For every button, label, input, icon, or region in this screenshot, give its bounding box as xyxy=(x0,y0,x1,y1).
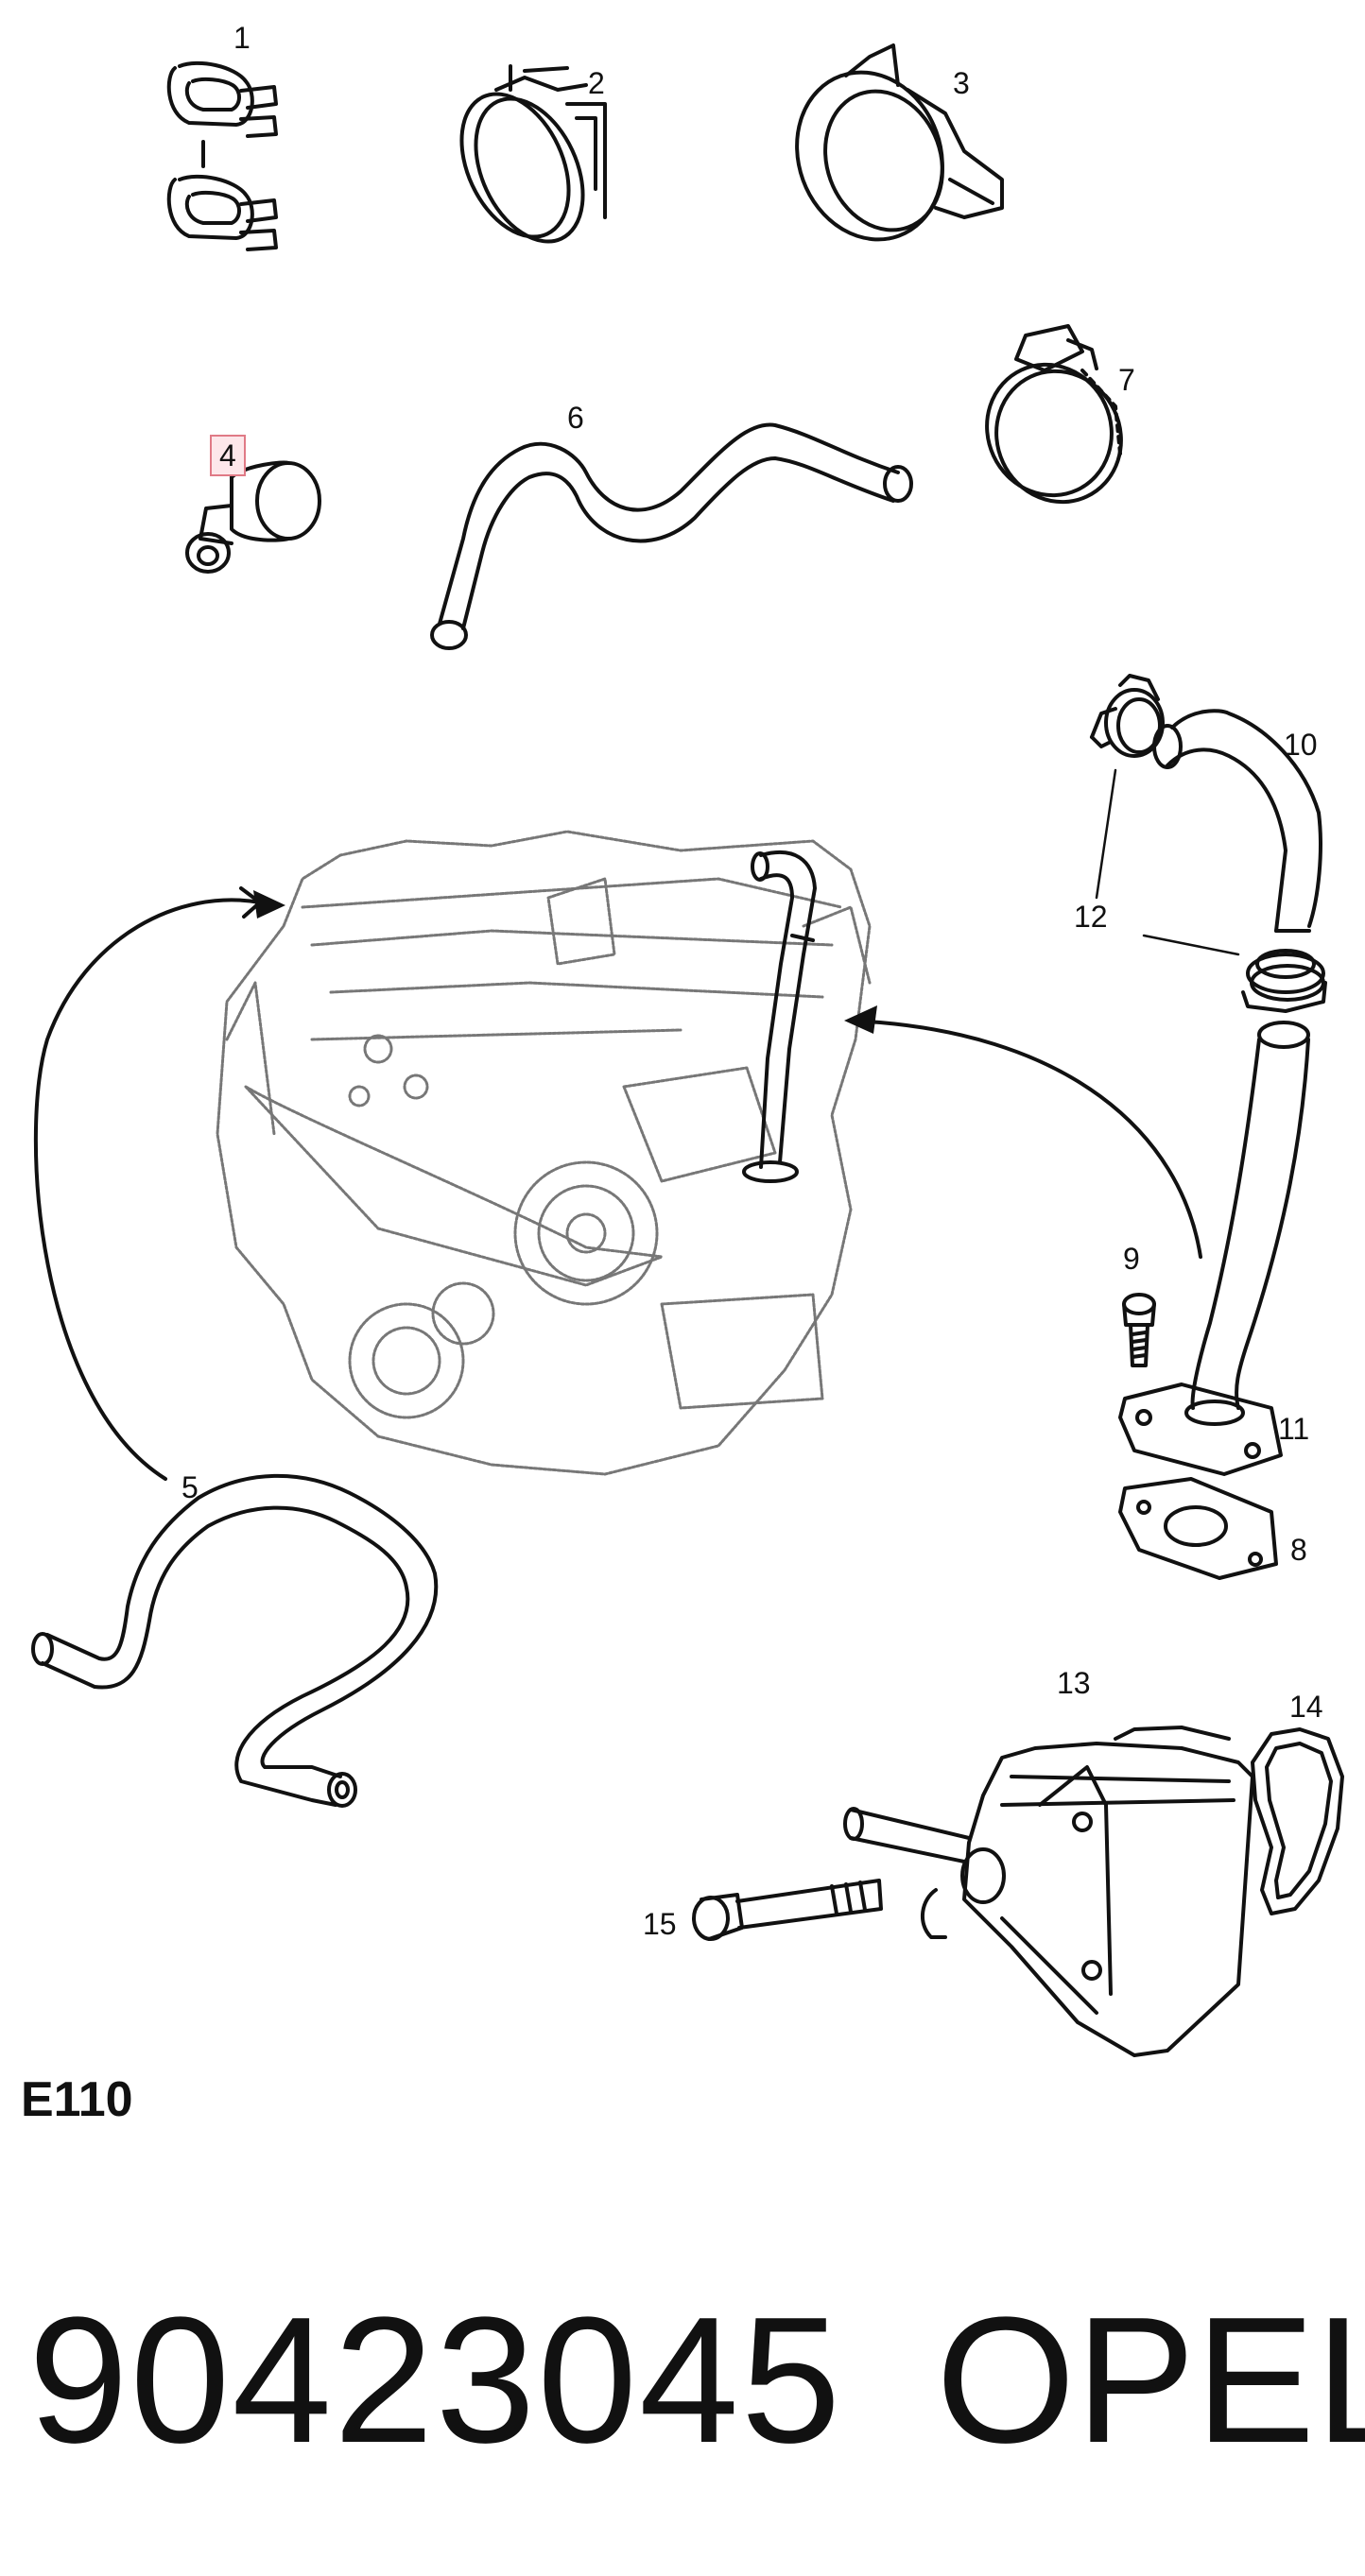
callout-4-highlighted[interactable]: 4 xyxy=(210,435,246,476)
callout-9: 9 xyxy=(1123,1242,1140,1276)
callout-8: 8 xyxy=(1290,1533,1307,1567)
clip-part-1 xyxy=(166,60,278,251)
clamp-part-12-top xyxy=(1090,674,1165,758)
part-number: 90423045 xyxy=(28,2280,843,2481)
arrow-right xyxy=(844,1005,1202,1259)
engine-block xyxy=(216,830,872,1476)
gasket-part-8 xyxy=(1118,1477,1278,1580)
clamp-part-7 xyxy=(985,324,1123,505)
callout-10: 10 xyxy=(1284,728,1318,762)
callout-2: 2 xyxy=(588,66,605,100)
bolt-part-15 xyxy=(692,1879,883,1941)
plug-part-4 xyxy=(185,460,321,574)
housing-part-13 xyxy=(843,1726,1254,2057)
callout-11: 11 xyxy=(1278,1412,1310,1446)
leader-lines xyxy=(1095,768,1240,956)
diagram-code: E110 xyxy=(21,2072,133,2127)
arrow-left xyxy=(33,886,285,1481)
callout-5: 5 xyxy=(181,1470,199,1504)
hose-part-5 xyxy=(31,1473,439,1808)
hose-part-6 xyxy=(430,422,913,650)
bolt-part-9 xyxy=(1122,1293,1156,1367)
brand-name: OPEL xyxy=(936,2280,1365,2481)
callout-1: 1 xyxy=(233,21,251,55)
callout-3: 3 xyxy=(953,66,970,100)
gasket-part-14 xyxy=(1251,1727,1344,1915)
callout-7: 7 xyxy=(1118,363,1135,397)
callout-12: 12 xyxy=(1074,900,1108,934)
engine-breather-hose xyxy=(742,850,817,1183)
callout-14: 14 xyxy=(1289,1690,1323,1724)
hose-part-10 xyxy=(1152,709,1322,933)
callout-13: 13 xyxy=(1057,1666,1091,1700)
clamp-part-2 xyxy=(459,64,607,244)
callout-6: 6 xyxy=(567,401,584,435)
clamp-part-12-bottom xyxy=(1241,949,1327,1013)
callout-15: 15 xyxy=(643,1907,677,1941)
clamp-part-3 xyxy=(795,43,1004,242)
pipe-part-11 xyxy=(1118,1021,1310,1476)
